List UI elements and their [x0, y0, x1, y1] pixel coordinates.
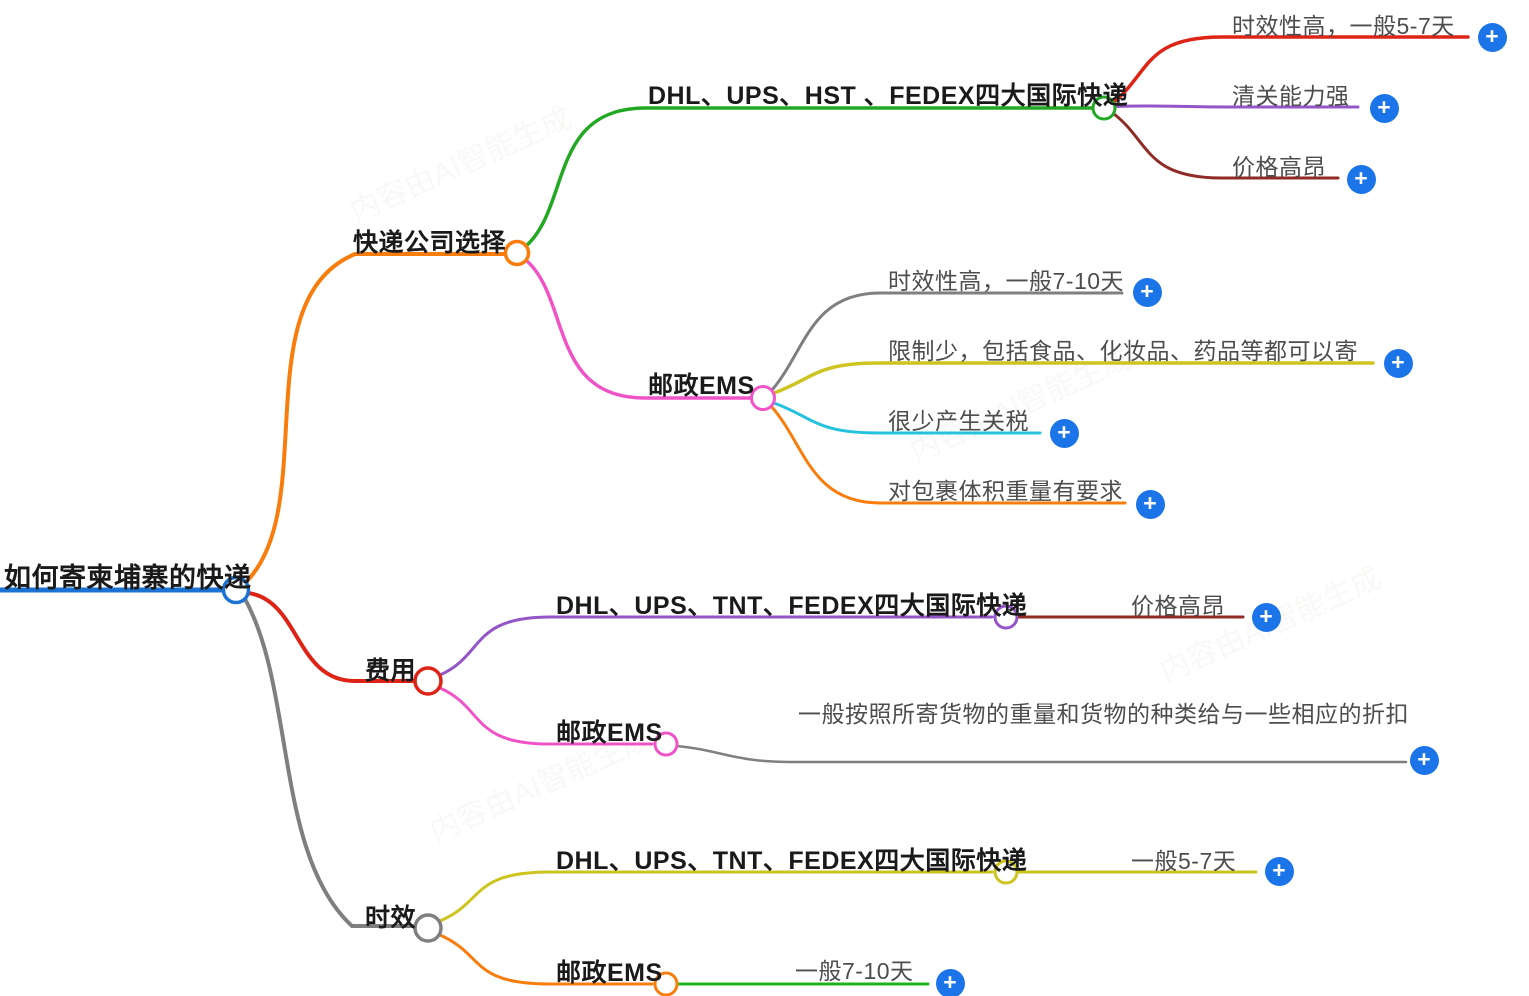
edge-dhl-hst-price — [1112, 112, 1340, 180]
leaf-label-time-dhl-days[interactable]: 一般5-7天 — [1131, 848, 1237, 874]
expand-button-cost-dhl-price[interactable]: + — [1251, 602, 1281, 632]
plus-icon: + — [1143, 489, 1157, 516]
node-label-ems1[interactable]: 邮政EMS — [648, 372, 755, 400]
plus-icon: + — [1391, 348, 1405, 375]
plus-icon: + — [1057, 418, 1071, 445]
expand-button-ems1-time[interactable]: + — [1132, 277, 1162, 307]
node-handle-time-ems[interactable] — [653, 971, 679, 996]
expand-button-ems1-tariff[interactable]: + — [1049, 418, 1079, 448]
node-label-cost-dhl[interactable]: DHL、UPS、TNT、FEDEX四大国际快递 — [556, 592, 1028, 620]
edge-company-dhl-hst — [525, 106, 1093, 247]
edge-cost-ems — [438, 686, 654, 746]
expand-button-dhl-hst-customs[interactable]: + — [1369, 93, 1399, 123]
edge-root-company — [245, 252, 506, 583]
leaf-label-dhl-hst-customs[interactable]: 清关能力强 — [1232, 83, 1350, 109]
edge-ems1-volume — [769, 404, 1127, 505]
edge-company-ems1 — [525, 259, 752, 400]
node-label-dhl-hst[interactable]: DHL、UPS、HST 、FEDEX四大国际快递 — [648, 82, 1129, 110]
edge-root-timeliness — [243, 597, 416, 928]
expand-button-ems1-volume[interactable]: + — [1135, 489, 1165, 519]
plus-icon: + — [1354, 164, 1368, 191]
edge-ems1-time — [770, 291, 1124, 392]
node-handle-root[interactable] — [221, 575, 251, 605]
node-handle-dhl-hst[interactable] — [1091, 95, 1117, 121]
expand-button-time-dhl-days[interactable]: + — [1264, 856, 1294, 886]
plus-icon: + — [1259, 602, 1273, 629]
expand-button-dhl-hst-time[interactable]: + — [1477, 22, 1507, 52]
edge-dhl-hst-customs — [1113, 104, 1360, 109]
edge-ems1-tariff — [772, 401, 1042, 435]
plus-icon: + — [943, 968, 957, 995]
node-handle-timeliness[interactable] — [413, 913, 443, 943]
edge-time-ems — [438, 933, 654, 986]
node-label-cost[interactable]: 费用 — [365, 657, 417, 685]
edge-ems1-limit — [772, 361, 1375, 395]
node-handle-company[interactable] — [503, 239, 531, 267]
leaf-label-ems1-time[interactable]: 时效性高，一般7-10天 — [888, 268, 1125, 294]
edge-dhl-hst-time — [1112, 35, 1470, 104]
edge-time-dhl — [438, 870, 994, 923]
expand-button-dhl-hst-price[interactable]: + — [1346, 164, 1376, 194]
leaf-label-ems1-tariff[interactable]: 很少产生关税 — [888, 408, 1029, 434]
leaf-label-time-ems-days[interactable]: 一般7-10天 — [795, 958, 914, 984]
plus-icon: + — [1377, 93, 1391, 120]
plus-icon: + — [1272, 856, 1286, 883]
node-label-time-ems[interactable]: 邮政EMS — [556, 959, 663, 987]
edge-root-cost — [246, 591, 416, 683]
expand-button-ems1-limit[interactable]: + — [1383, 348, 1413, 378]
plus-icon: + — [1485, 22, 1499, 49]
node-label-cost-ems[interactable]: 邮政EMS — [556, 719, 663, 747]
node-handle-cost[interactable] — [413, 666, 443, 696]
edge-cost-dhl — [438, 615, 994, 677]
edge-cost-ems-discount — [675, 744, 1408, 764]
expand-button-time-ems-days[interactable]: + — [935, 968, 965, 996]
plus-icon: + — [1140, 277, 1154, 304]
node-label-time-dhl[interactable]: DHL、UPS、TNT、FEDEX四大国际快递 — [556, 847, 1028, 875]
leaf-label-dhl-hst-time[interactable]: 时效性高，一般5-7天 — [1232, 13, 1455, 39]
plus-icon: + — [1417, 745, 1431, 772]
leaf-label-ems1-volume[interactable]: 对包裹体积重量有要求 — [888, 478, 1123, 504]
leaf-label-cost-dhl-price[interactable]: 价格高昂 — [1131, 593, 1225, 619]
node-label-timeliness[interactable]: 时效 — [365, 904, 417, 932]
node-label-root[interactable]: 如何寄柬埔寨的快递 — [4, 563, 252, 593]
node-handle-ems1[interactable] — [750, 385, 776, 411]
node-label-company[interactable]: 快递公司选择 — [353, 229, 507, 257]
expand-button-cost-ems-discount[interactable]: + — [1409, 745, 1439, 775]
node-handle-time-dhl[interactable] — [993, 859, 1019, 885]
leaf-label-dhl-hst-price[interactable]: 价格高昂 — [1232, 154, 1326, 180]
node-handle-cost-ems[interactable] — [653, 731, 679, 757]
node-handle-cost-dhl[interactable] — [993, 604, 1019, 630]
leaf-label-ems1-limit[interactable]: 限制少，包括食品、化妆品、药品等都可以寄 — [888, 338, 1358, 364]
leaf-label-cost-ems-discount[interactable]: 一般按照所寄货物的重量和货物的种类给与一些相应的折扣 — [798, 701, 1409, 727]
